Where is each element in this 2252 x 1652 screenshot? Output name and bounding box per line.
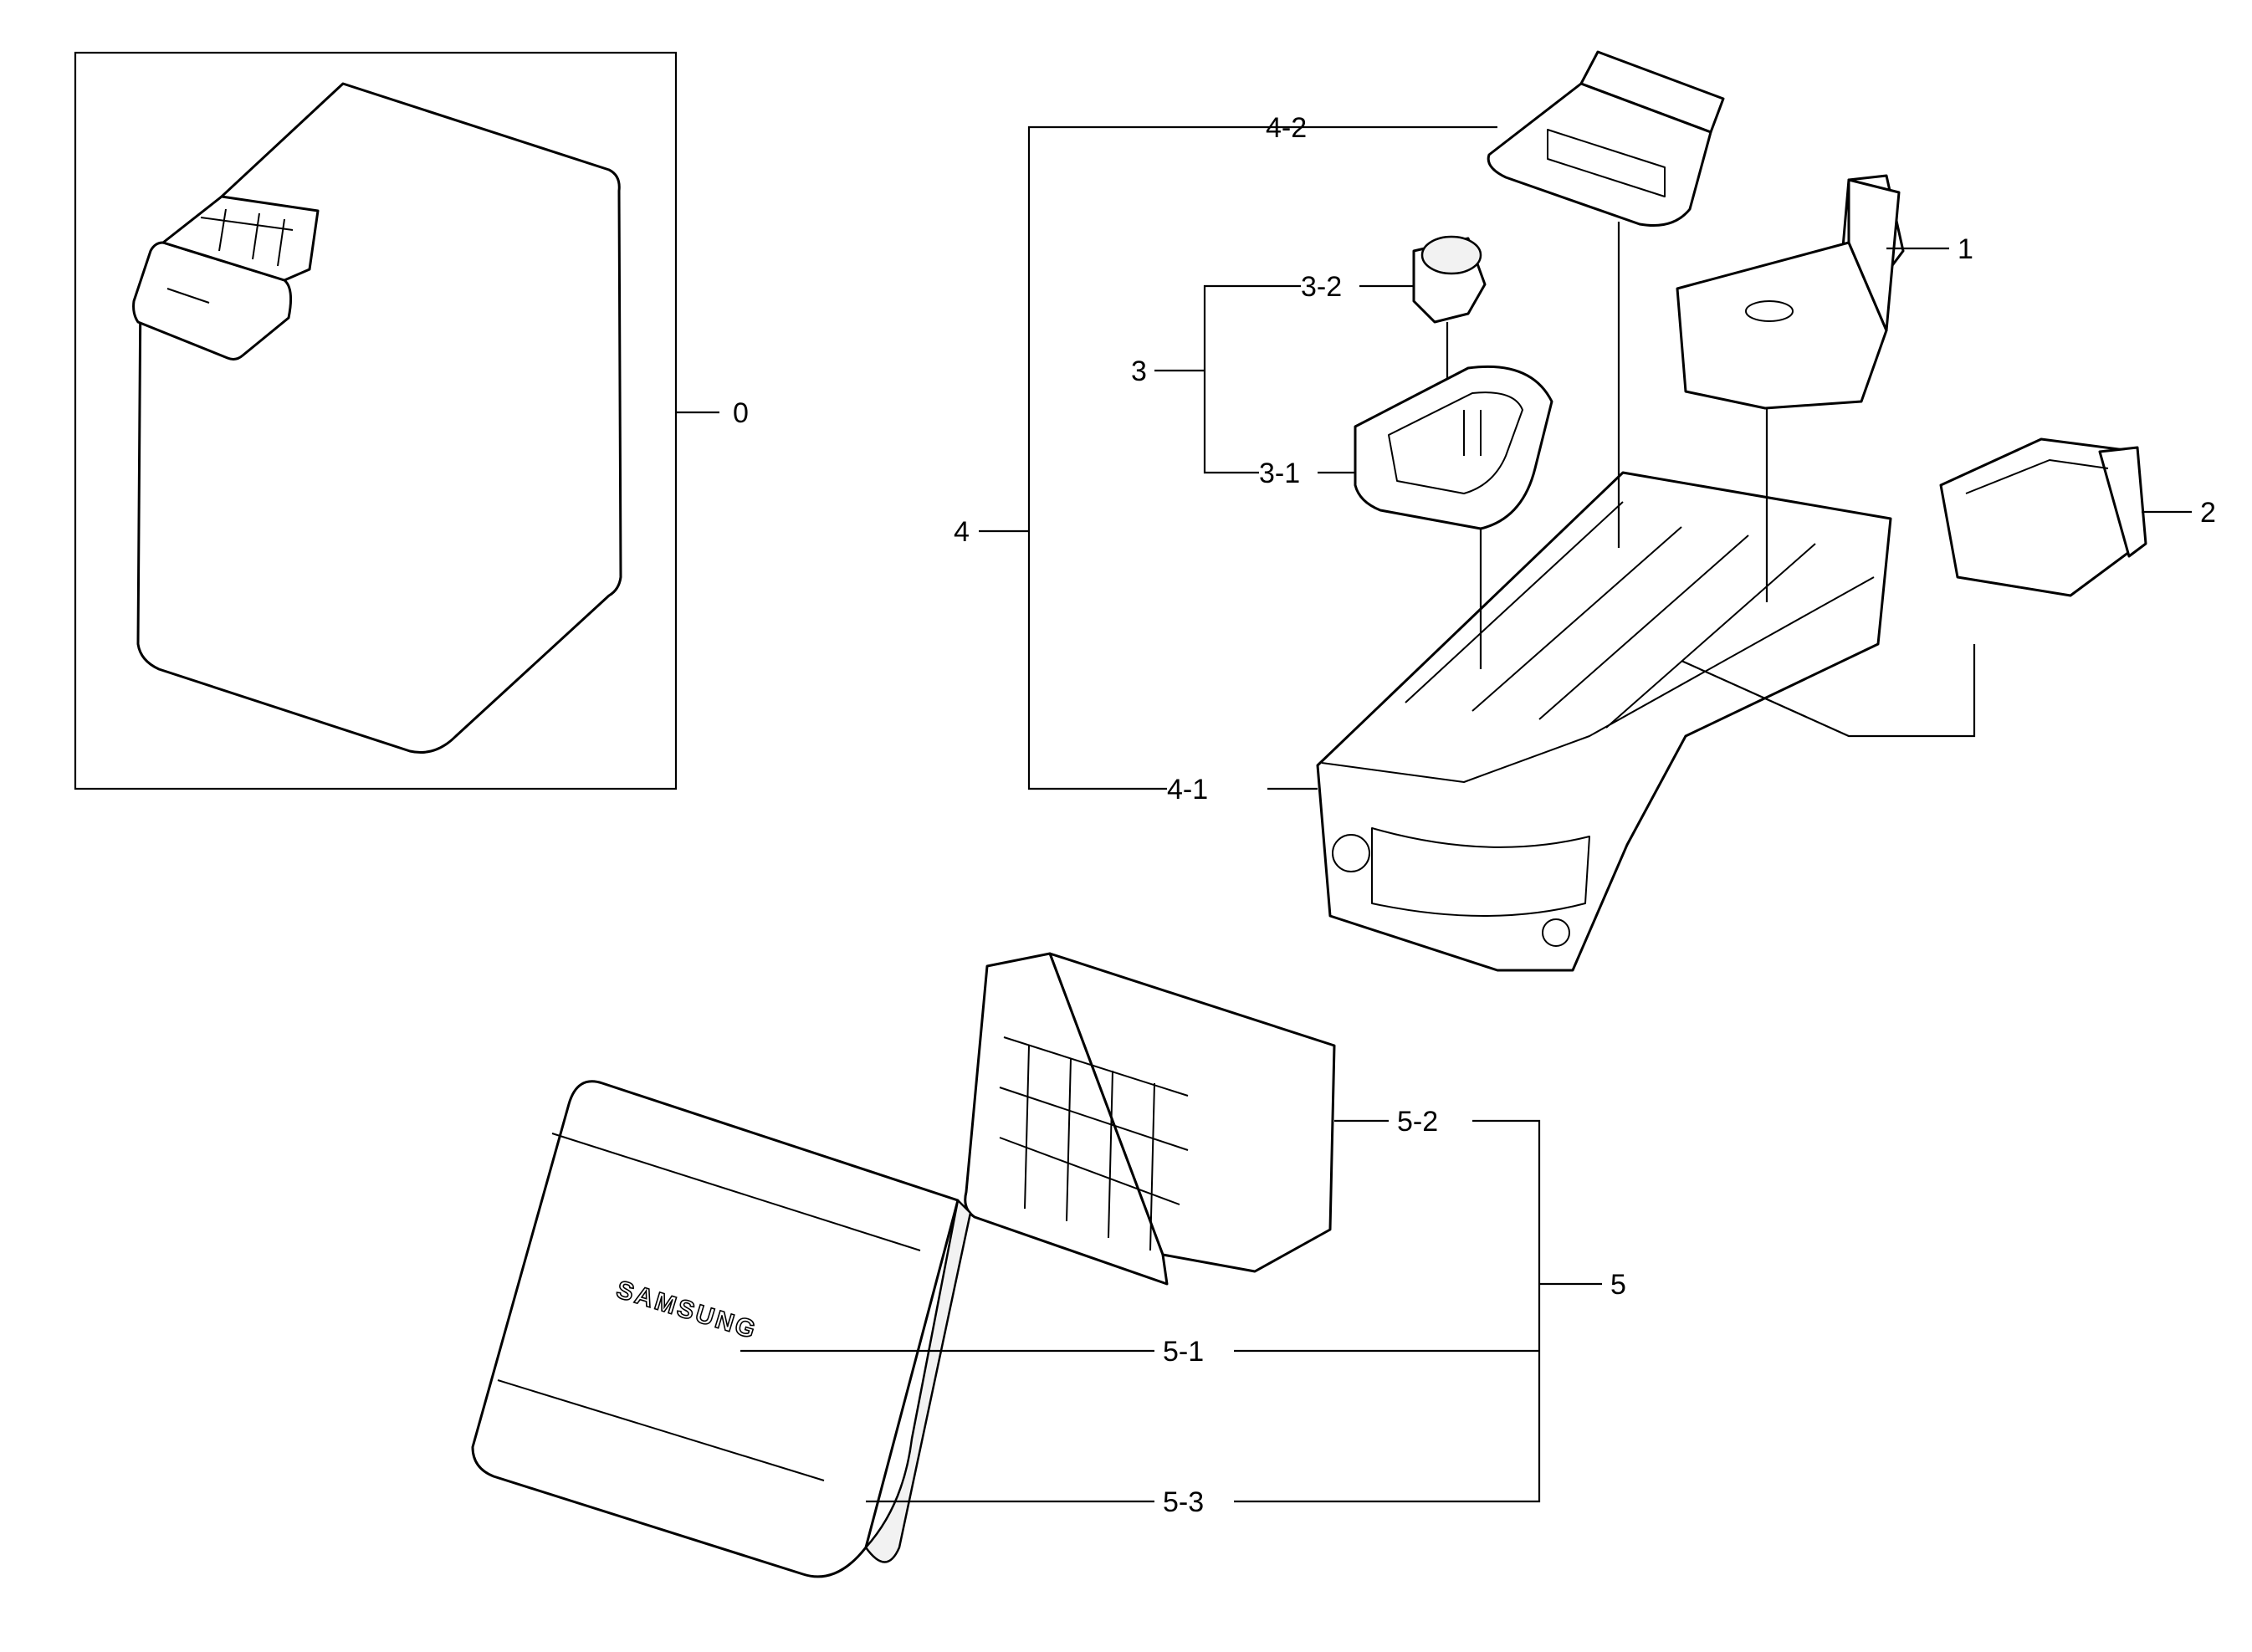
callout-5-1: 5-1 xyxy=(1163,1336,1204,1368)
frame-5-2-grid-cols xyxy=(1024,1045,1155,1251)
housing-4-1-ribs xyxy=(1405,501,1816,729)
callout-4-1: 4-1 xyxy=(1167,774,1208,806)
housing-4-1-front-rim xyxy=(1321,576,1875,783)
overview-drawer-ribs xyxy=(200,208,294,267)
overview-drawer-logo xyxy=(166,288,210,304)
part-0-assembly-overview xyxy=(74,51,678,790)
cup-1-body xyxy=(1676,241,1888,410)
cup-3-1-body xyxy=(1354,365,1553,530)
bracket-5 xyxy=(1234,1119,1541,1503)
part-1-cup xyxy=(1676,174,1905,410)
part-5-2-frame xyxy=(964,952,1336,1286)
callout-5-2: 5-2 xyxy=(1397,1106,1438,1138)
overview-frame xyxy=(74,51,678,790)
housing-4-1-hole xyxy=(1542,918,1570,947)
handle-5-3-top-band xyxy=(551,1133,921,1251)
tray-4-2-edge xyxy=(1488,83,1582,156)
part-3-2-cap xyxy=(1412,235,1487,324)
callout-1: 1 xyxy=(1958,233,1973,265)
tray-4-2-body xyxy=(1487,82,1712,228)
part-2-cup xyxy=(1939,437,2147,597)
cup-1-siphon xyxy=(1745,300,1794,322)
callout-2: 2 xyxy=(2200,497,2216,529)
tray-4-2-divider xyxy=(1547,129,1666,197)
handle-5-3-edge xyxy=(864,1199,972,1563)
cup-2-handle xyxy=(2098,446,2147,558)
part-4-2-tray xyxy=(1487,50,1725,228)
callout-3: 3 xyxy=(1131,355,1147,387)
housing-4-1-port xyxy=(1332,834,1370,872)
cup-3-1-siphon-post xyxy=(1463,410,1482,456)
bracket-3 xyxy=(1203,284,1301,474)
handle-5-3-side xyxy=(601,1082,959,1548)
frame-5-2-grid-rows xyxy=(999,1036,1189,1205)
part-5-3-handle: SAMSUNG xyxy=(471,1080,972,1578)
housing-4-1-body xyxy=(1316,471,1892,972)
bracket-4 xyxy=(1027,125,1255,790)
callout-5-3: 5-3 xyxy=(1163,1486,1204,1518)
callout-0: 0 xyxy=(733,397,749,429)
part-4-1-housing xyxy=(1316,471,1892,972)
part-3-1-cup xyxy=(1354,365,1553,530)
handle-5-3-body xyxy=(471,1080,960,1578)
callout-3-1: 3-1 xyxy=(1259,458,1300,489)
callout-4: 4 xyxy=(954,516,970,548)
overview-drawer-front xyxy=(132,241,293,361)
cup-3-1-inner xyxy=(1388,391,1523,494)
cabinet-panel xyxy=(136,82,622,754)
cup-2-inner xyxy=(1965,459,2109,494)
handle-5-3-lower-band xyxy=(497,1379,825,1481)
cap-3-2-top xyxy=(1420,235,1482,275)
callout-5: 5 xyxy=(1610,1269,1626,1301)
cup-1-back xyxy=(1847,178,1901,332)
callout-4-2: 4-2 xyxy=(1266,112,1307,144)
housing-4-1-front-recess xyxy=(1371,827,1590,917)
callout-3-2: 3-2 xyxy=(1301,271,1342,303)
assembly-line-2 xyxy=(1681,644,1976,738)
